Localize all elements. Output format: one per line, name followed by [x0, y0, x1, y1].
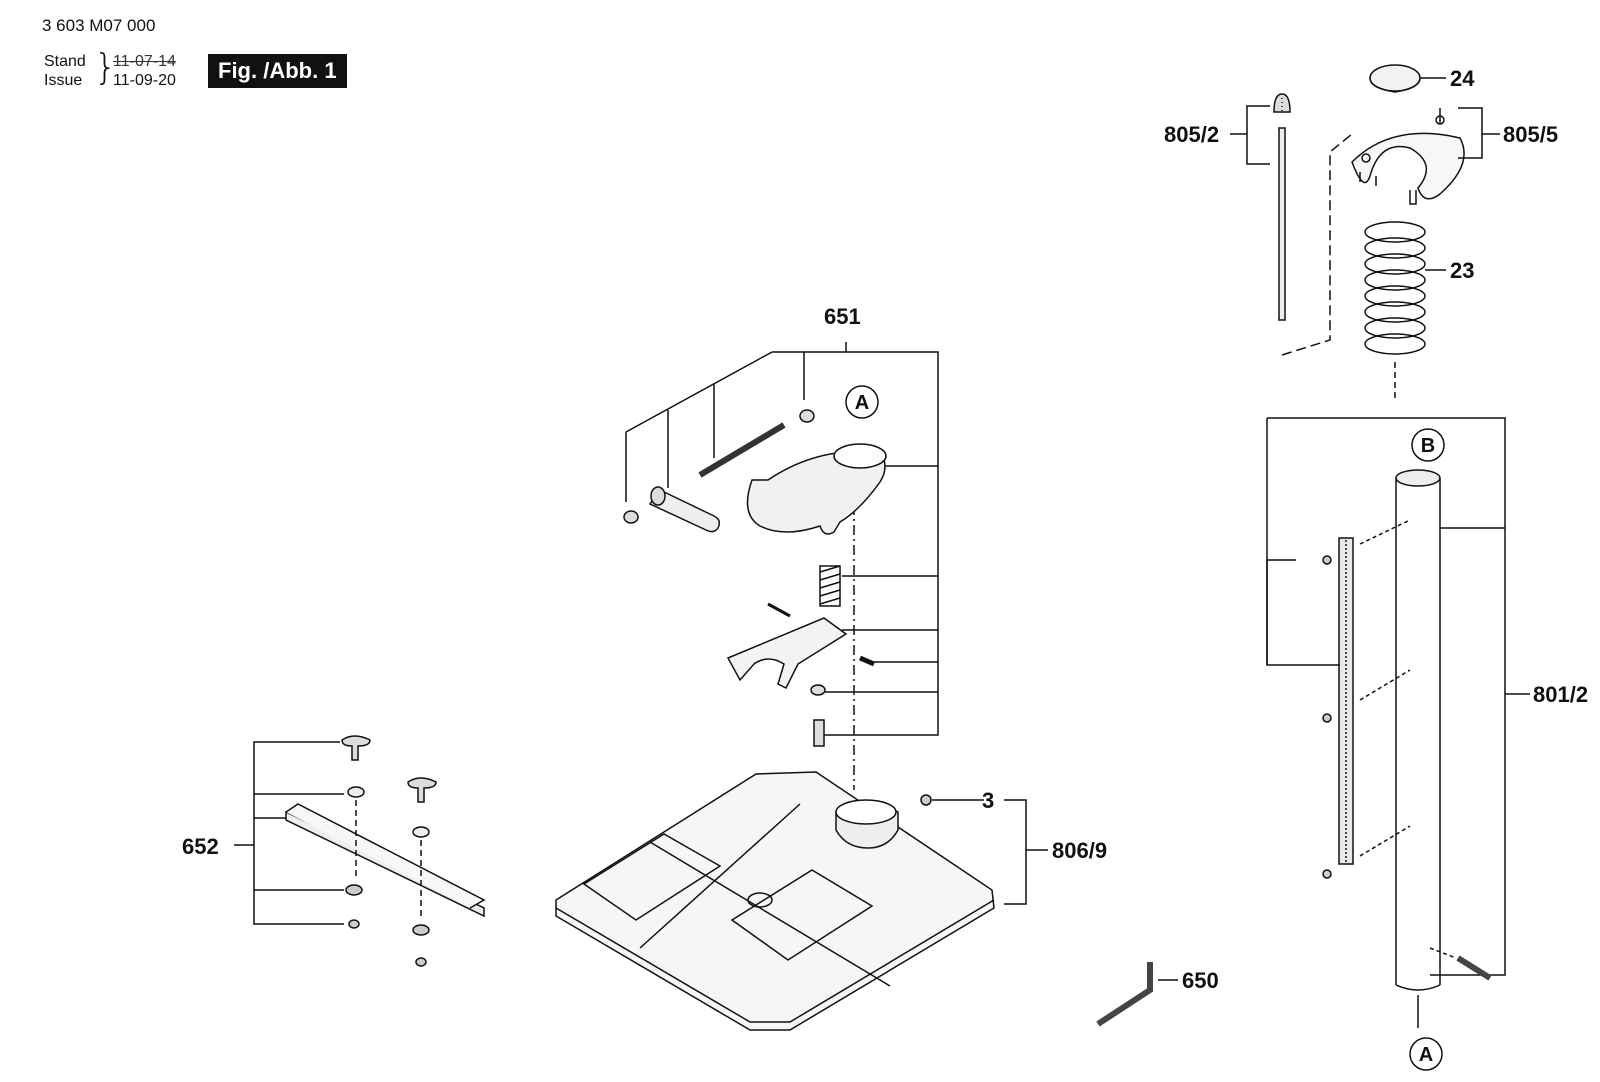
issue-label: Issue: [44, 72, 83, 89]
part-651-screw: [810, 684, 826, 747]
part-650-hex-key: [1096, 962, 1178, 1027]
revision-dates: 11-07-14 11-09-20: [113, 52, 176, 90]
callout-a-top-circle: [845, 385, 879, 419]
label-24: 24: [1450, 66, 1475, 91]
label-801-2: 801/2: [1533, 682, 1588, 707]
part-651-bracket: [625, 342, 939, 790]
figure-badge: Fig. /Abb. 1: [208, 54, 347, 88]
part-801-2-column: [1266, 417, 1530, 1028]
callout-a-bottom: A: [1419, 1044, 1433, 1066]
document-number: 3 603 M07 000: [42, 16, 156, 35]
label-806-9: 806/9: [1052, 838, 1107, 863]
stand-date: 11-07-14: [113, 53, 176, 70]
brace-icon: }: [94, 47, 117, 88]
callout-a-top: A: [855, 392, 869, 414]
part-652-fence: [234, 735, 486, 967]
callout-a-bottom-circle: [1409, 1037, 1443, 1071]
callout-b: B: [1421, 435, 1435, 457]
part-805-2-rod: [1230, 93, 1353, 356]
part-651-fork: [726, 602, 875, 690]
label-650: 650: [1182, 968, 1219, 993]
part-651-shaft: [648, 486, 721, 533]
part-23-spring: [1364, 221, 1446, 398]
part-651-housing: [746, 443, 887, 535]
callout-b-circle: [1411, 428, 1445, 462]
part-806-9-base: [555, 771, 1048, 1031]
label-3: 3: [982, 788, 994, 813]
part-651-pin: [623, 409, 815, 524]
issue-date: 11-09-20: [113, 72, 176, 89]
label-651: 651: [824, 304, 861, 329]
part-24-cap: [1369, 64, 1446, 93]
stand-issue-labels: Stand Issue: [44, 52, 86, 90]
label-805-2: 805/2: [1164, 122, 1219, 147]
part-651-spring: [819, 565, 841, 607]
part-805-5-bracket: [1351, 107, 1500, 205]
label-652: 652: [182, 834, 219, 859]
stand-label: Stand: [44, 53, 86, 70]
label-805-5: 805/5: [1503, 122, 1558, 147]
label-23: 23: [1450, 258, 1474, 283]
